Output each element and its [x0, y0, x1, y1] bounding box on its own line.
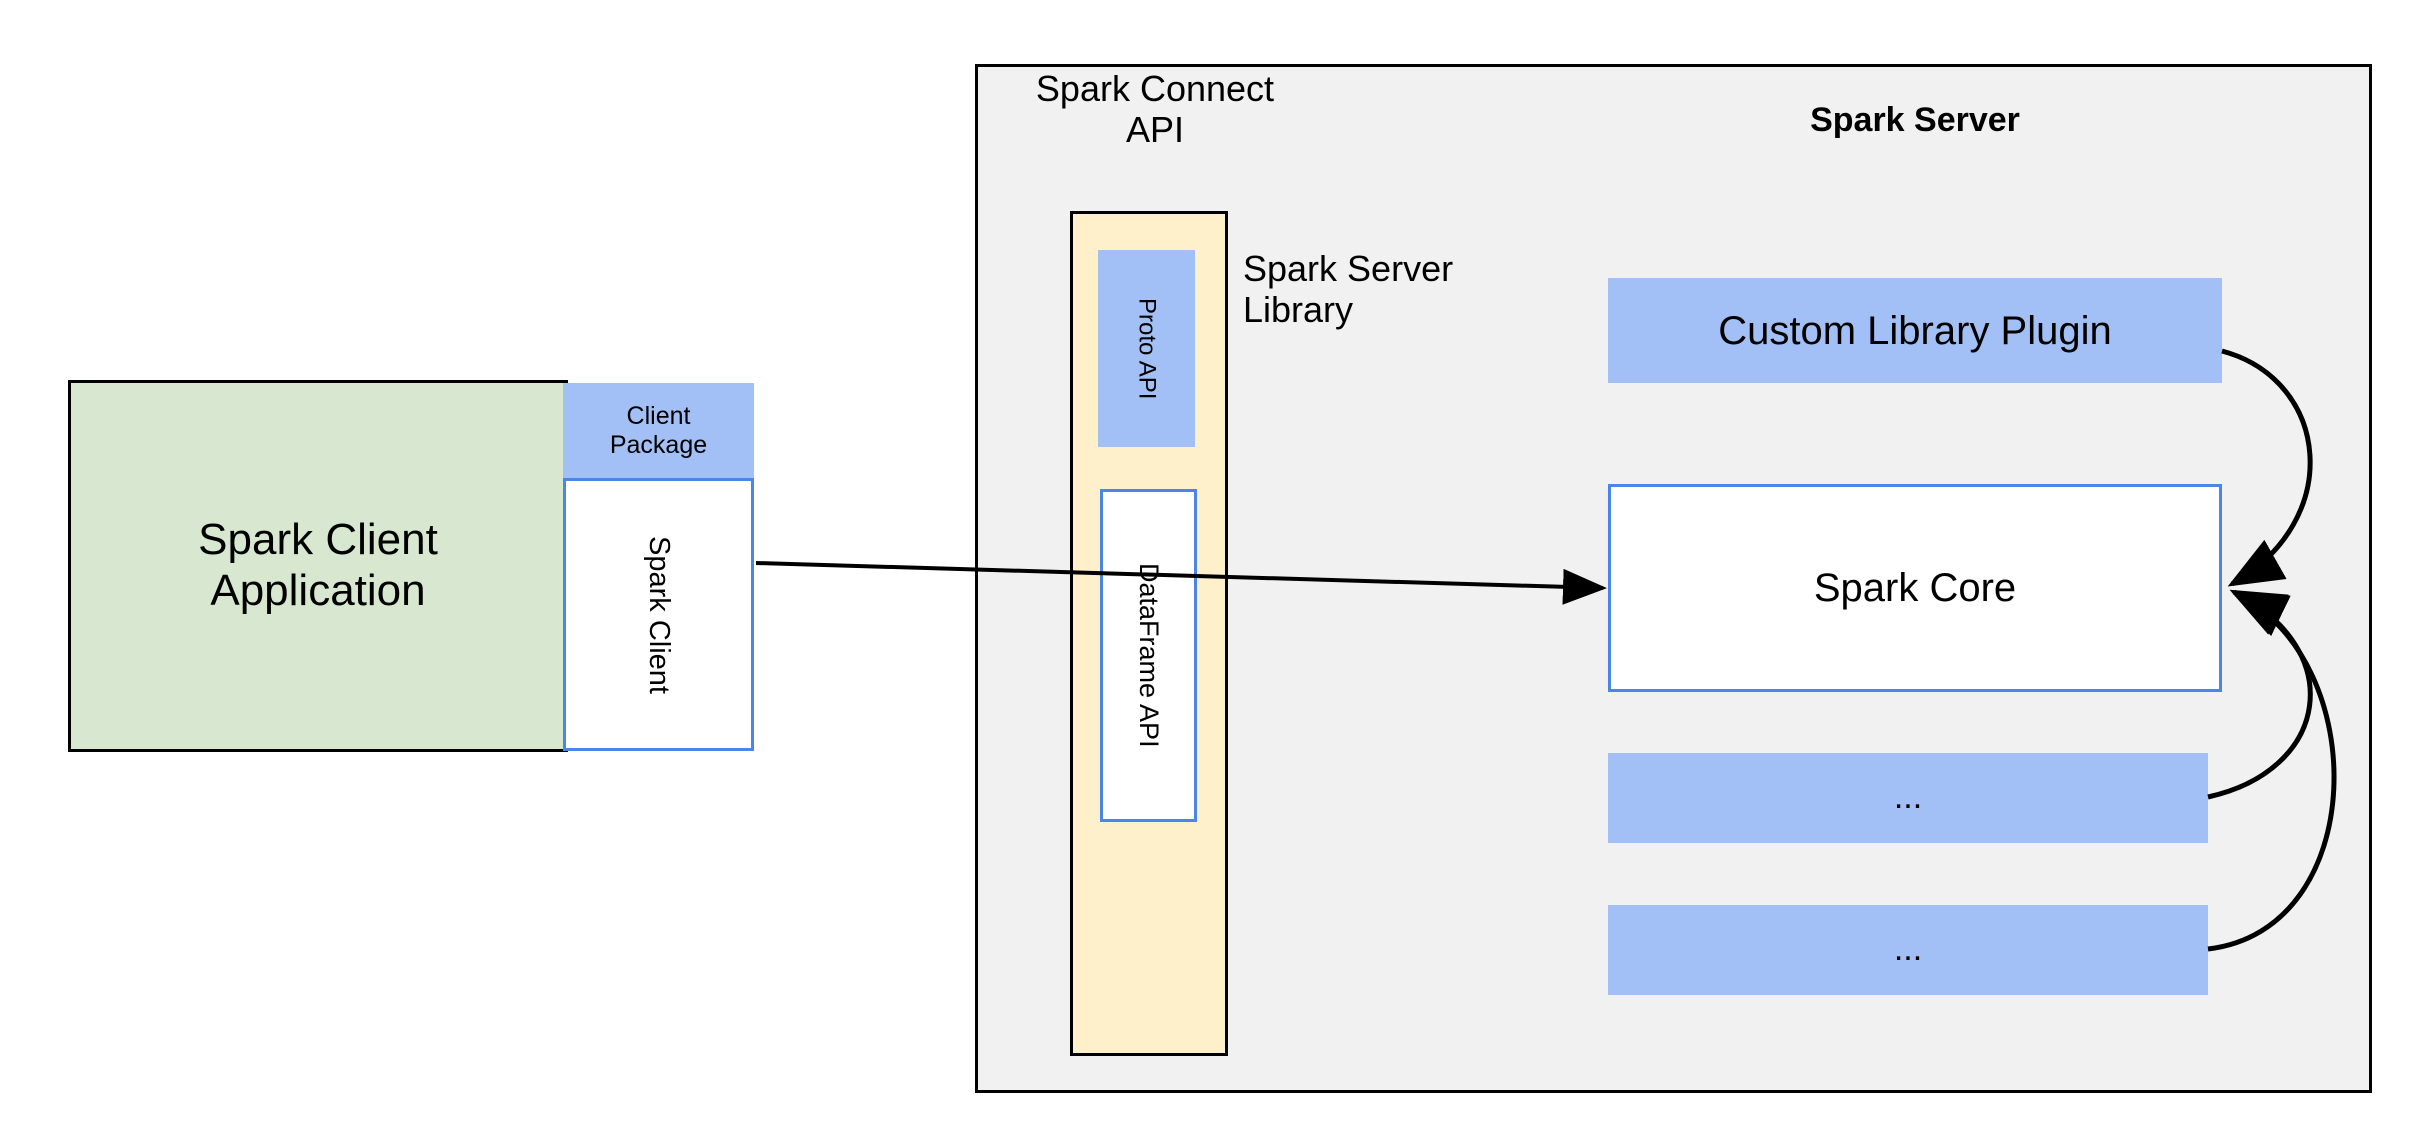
- placeholder-component-box-2: ...: [1608, 905, 2208, 995]
- client-package-label-line2: Package: [609, 430, 708, 459]
- spark-connect-api-label-line2: API: [1125, 109, 1184, 151]
- proto-api-box: Proto API: [1098, 250, 1195, 447]
- spark-client-application-box: Spark Client Application: [68, 380, 568, 752]
- spark-server-library-label: Spark Server Library: [1243, 248, 1533, 338]
- dataframe-api-label: DataFrame API: [1134, 563, 1165, 748]
- spark-server-title: Spark Server: [1810, 101, 2020, 140]
- placeholder-label-1: ...: [1893, 778, 1923, 817]
- placeholder-component-box-1: ...: [1608, 753, 2208, 843]
- client-app-label-line1: Spark Client: [198, 515, 438, 565]
- client-package-box: Client Package: [563, 383, 754, 478]
- placeholder-label-2: ...: [1893, 930, 1923, 969]
- spark-connect-api-label-line1: Spark Connect: [1035, 68, 1275, 109]
- client-package-label-line1: Client: [626, 401, 691, 430]
- spark-server-library-label-text: Spark Server Library: [1243, 248, 1453, 331]
- spark-client-box: Spark Client: [563, 478, 754, 751]
- dataframe-api-box: DataFrame API: [1100, 489, 1197, 822]
- client-package-label: Client Package: [610, 402, 707, 460]
- spark-connect-api-label-text: Spark Connect API: [1036, 68, 1274, 151]
- spark-connect-api-label: Spark Connect API: [1010, 68, 1300, 158]
- custom-library-plugin-box: Custom Library Plugin: [1608, 278, 2222, 383]
- client-app-label: Spark Client Application: [198, 515, 438, 616]
- spark-server-library-label-line2: Library: [1243, 289, 1354, 331]
- spark-core-box: Spark Core: [1608, 484, 2222, 692]
- spark-server-library-label-line1: Spark Server: [1243, 248, 1454, 289]
- client-app-label-line2: Application: [210, 566, 426, 615]
- custom-library-plugin-label: Custom Library Plugin: [1718, 308, 2112, 353]
- spark-client-label: Spark Client: [643, 535, 676, 694]
- proto-api-label: Proto API: [1133, 297, 1161, 400]
- spark-core-label: Spark Core: [1813, 566, 2017, 610]
